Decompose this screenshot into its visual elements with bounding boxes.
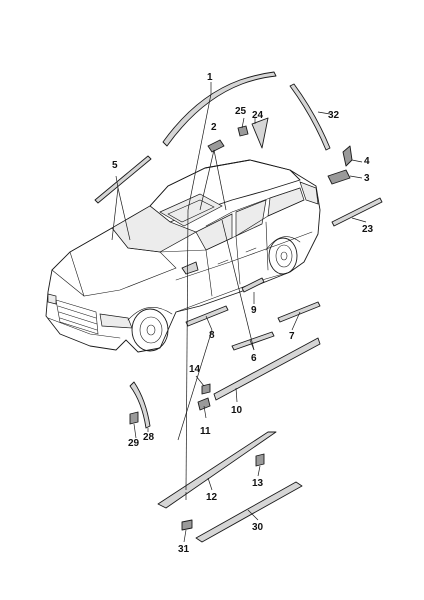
part-3-end-cap xyxy=(327,169,351,185)
callout-2: 2 xyxy=(211,122,217,133)
callout-1: 1 xyxy=(207,72,213,83)
callout-6: 6 xyxy=(251,353,257,364)
parts xyxy=(94,71,383,543)
part-31-clip xyxy=(181,519,193,531)
callouts: 1 2 3 4 5 6 7 8 9 10 11 12 13 14 23 24 2… xyxy=(112,72,374,555)
callout-31: 31 xyxy=(178,544,190,555)
part-8-door-trim xyxy=(185,305,229,327)
callout-5: 5 xyxy=(112,160,118,171)
part-30-lower-sill xyxy=(195,481,303,543)
part-32-roof-moulding xyxy=(289,83,331,151)
part-24-triangle-trim xyxy=(251,117,269,149)
part-5-trim-strip xyxy=(94,155,152,204)
callout-32: 32 xyxy=(328,110,340,121)
callout-24: 24 xyxy=(252,110,264,121)
part-29-clip xyxy=(129,411,139,425)
callout-28: 28 xyxy=(143,432,155,443)
callout-12: 12 xyxy=(206,492,218,503)
part-6-door-trim xyxy=(231,331,275,351)
callout-30: 30 xyxy=(252,522,264,533)
callout-10: 10 xyxy=(231,405,243,416)
car-body xyxy=(45,159,321,353)
part-23-rear-strip xyxy=(331,197,383,227)
callout-13: 13 xyxy=(252,478,264,489)
callout-9: 9 xyxy=(251,305,257,316)
part-9-trim xyxy=(241,277,265,293)
callout-8: 8 xyxy=(209,330,215,341)
part-14-clip xyxy=(201,383,211,395)
callout-3: 3 xyxy=(364,173,370,184)
callout-29: 29 xyxy=(128,438,140,449)
part-11-clip xyxy=(197,397,211,411)
callout-23: 23 xyxy=(362,224,374,235)
part-7-door-trim xyxy=(277,301,321,323)
callout-14: 14 xyxy=(189,364,201,375)
part-13-clip xyxy=(255,453,265,467)
part-12-sill-moulding xyxy=(157,431,277,509)
callout-4: 4 xyxy=(364,156,370,167)
part-28-arch-trim xyxy=(129,381,151,429)
part-1-roof-moulding xyxy=(162,71,277,147)
callout-7: 7 xyxy=(289,331,295,342)
part-25-bolt xyxy=(237,125,249,137)
part-10-sill-trim xyxy=(213,337,321,401)
callout-11: 11 xyxy=(200,426,211,437)
leader-lines xyxy=(111,82,367,543)
part-2-clip xyxy=(207,139,225,153)
part-4-clip xyxy=(342,145,353,167)
callout-25: 25 xyxy=(235,106,247,117)
